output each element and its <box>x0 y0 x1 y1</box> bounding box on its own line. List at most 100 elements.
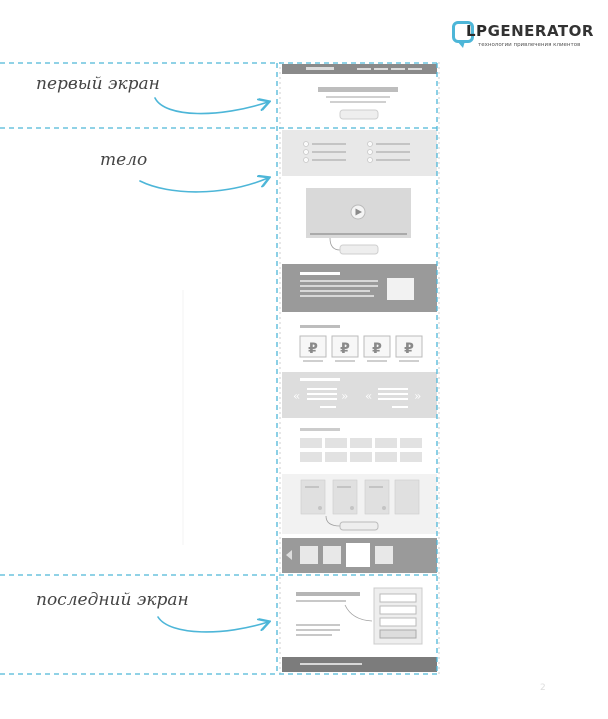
info-text-line <box>300 285 378 287</box>
brand-logo: LPGENERATOR технологии привлечения клиен… <box>452 18 594 58</box>
card-dot <box>318 506 322 510</box>
gallery-thumb <box>323 546 341 564</box>
ruble-icon: ₽ <box>404 341 414 357</box>
card-dot <box>382 506 386 510</box>
feature-tile <box>375 438 397 448</box>
pricing-card <box>395 335 423 358</box>
benefit-bullet <box>303 157 309 163</box>
benefit-bullet <box>303 141 309 147</box>
benefit-bullet <box>303 149 309 155</box>
pricing-caption <box>367 360 387 362</box>
feature-tile <box>300 438 322 448</box>
video-cta-button <box>339 244 379 255</box>
testimonial-author <box>392 406 408 408</box>
testimonial-line <box>307 398 337 400</box>
benefit-line <box>312 151 346 153</box>
pricing-card <box>331 335 359 358</box>
hero-text-line <box>326 96 390 98</box>
quote-right-icon: » <box>414 389 421 403</box>
card-dot <box>350 506 354 510</box>
card-line <box>337 486 351 488</box>
testimonial-line <box>378 393 408 395</box>
form-field <box>379 605 417 615</box>
form-text-line <box>296 629 340 631</box>
info-image-placeholder <box>387 278 414 300</box>
ruble-icon: ₽ <box>308 341 318 357</box>
footer-text-line <box>300 663 362 665</box>
gallery-thumb-active <box>346 543 370 567</box>
feature-tile <box>350 452 372 462</box>
form-submit-button <box>379 629 417 639</box>
brand-tagline: технологии привлечения клиентов <box>478 42 581 48</box>
header-menu-item <box>391 68 405 70</box>
form-field <box>379 617 417 627</box>
feature-tile <box>325 438 347 448</box>
benefit-line <box>312 143 346 145</box>
body-arrow <box>139 178 268 193</box>
video-arrow <box>329 237 341 251</box>
testimonial-line <box>307 388 337 390</box>
cards-arrow <box>325 515 341 527</box>
form-text-line <box>296 624 340 626</box>
cards-cta-button <box>339 521 379 531</box>
product-card <box>394 479 420 515</box>
info-text-line <box>300 280 378 282</box>
pricing-card <box>299 335 327 358</box>
benefit-line <box>376 143 410 145</box>
benefit-line <box>376 159 410 161</box>
info-text-line <box>300 295 374 297</box>
features-title-line <box>300 428 340 431</box>
form-field <box>379 593 417 603</box>
arrow-left-icon <box>286 550 292 560</box>
gallery-thumb <box>300 546 318 564</box>
ruble-icon: ₽ <box>340 341 350 357</box>
feature-tile <box>400 438 422 448</box>
quote-right-icon: » <box>341 389 348 403</box>
testimonial-author <box>320 406 336 408</box>
hero-text-line <box>330 101 386 103</box>
form-text-line <box>296 600 346 602</box>
gallery-thumb <box>375 546 393 564</box>
hero-title-line <box>318 87 398 92</box>
benefit-line <box>312 159 346 161</box>
feature-tile <box>375 452 397 462</box>
benefit-bullet <box>367 157 373 163</box>
feature-tile <box>400 452 422 462</box>
pricing-caption <box>335 360 355 362</box>
brand-name-lp: LP <box>466 22 488 40</box>
hero-cta-button <box>339 109 379 120</box>
last-screen-arrow <box>157 616 268 633</box>
info-title-line <box>300 272 340 275</box>
pricing-cards <box>299 335 423 358</box>
testimonial-line <box>378 388 408 390</box>
header-logo-placeholder <box>306 67 334 70</box>
label-first-screen: первый экран <box>36 74 160 94</box>
first-screen-arrow <box>154 97 268 115</box>
feature-tile <box>300 452 322 462</box>
form-title-line <box>296 592 360 596</box>
header-menu-item <box>374 68 388 70</box>
page-mockup: ₽ ₽ ₽ ₽ « » « » <box>282 64 437 672</box>
label-body: тело <box>100 150 148 170</box>
testimonials-title-line <box>300 378 340 381</box>
logo-badge-icon <box>452 21 474 48</box>
benefit-bullet <box>367 141 373 147</box>
card-line <box>305 486 319 488</box>
testimonial-line <box>307 393 337 395</box>
label-last-screen: последний экран <box>36 590 189 610</box>
quote-left-icon: « <box>365 389 372 403</box>
testimonial-line <box>378 398 408 400</box>
pricing-title-line <box>300 325 340 328</box>
ruble-icon: ₽ <box>372 341 382 357</box>
quote-left-icon: « <box>293 389 300 403</box>
info-text-line <box>300 290 370 292</box>
form-arrow <box>344 604 373 622</box>
benefit-bullet <box>367 149 373 155</box>
header-menu-item <box>357 68 371 70</box>
pricing-caption <box>399 360 419 362</box>
benefit-line <box>376 151 410 153</box>
brand-name-generator: GENERATOR <box>487 22 594 40</box>
brand-name: LPGENERATOR <box>466 22 594 40</box>
form-text-line <box>296 634 332 636</box>
